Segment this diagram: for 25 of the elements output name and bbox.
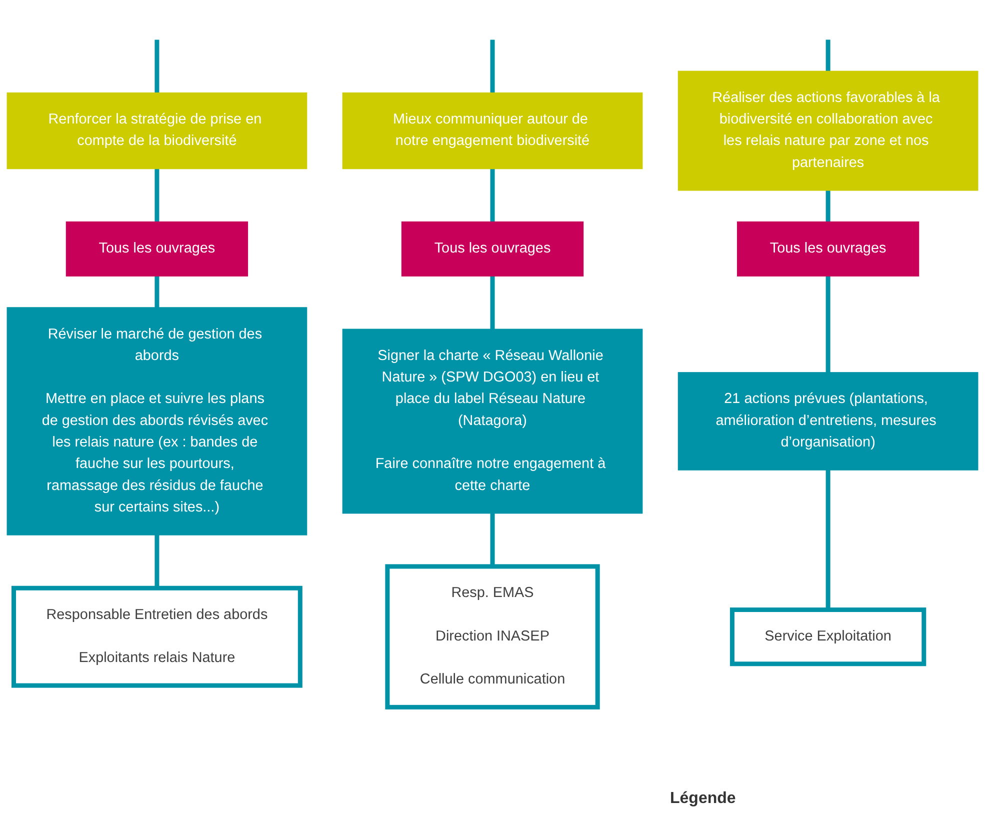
node-box: Service Exploitation — [730, 608, 926, 666]
node-box: Tous les ouvrages — [401, 221, 584, 276]
node-box: Resp. EMAS Direction INASEP Cellule communication — [385, 564, 600, 710]
connector — [490, 513, 495, 566]
connector — [154, 40, 160, 93]
connector — [490, 276, 495, 330]
connector — [154, 534, 160, 588]
node-box: Réviser le marché de gestion des abords Mettre en place et suivre les plans de gestion des abords révisés avec les relais nature (ex : bandes de fauche sur les pourtours, ramassage des résidus de fauche sur certains sites...) — [6, 307, 308, 536]
node-box: Tous les ouvrages — [736, 221, 920, 276]
node-box: Réaliser des actions favorables à la biodiversité en collaboration avec les relais nature par zone et nos partenaires — [678, 70, 978, 191]
node-box: Responsable Entretien des abords Exploitants relais Nature — [12, 586, 302, 688]
connector — [490, 40, 495, 93]
legend-heading: Légende — [670, 790, 736, 807]
connector — [826, 470, 830, 610]
connector — [826, 276, 830, 373]
connector — [154, 168, 160, 222]
node-box: 21 actions prévues (plantations, amélioration d’entretiens, mesures d’organisation) — [678, 372, 978, 470]
node-box: Signer la charte « Réseau Wallonie Nature » (SPW DGO03) en lieu et place du label Réseau Nature (Natagora) Faire connaître notre engagement à cette charte — [342, 328, 643, 514]
node-box: Mieux communiquer autour de notre engagement biodiversité — [342, 92, 643, 170]
connector — [490, 168, 495, 222]
connector — [154, 276, 160, 308]
node-box: Tous les ouvrages — [66, 221, 248, 276]
node-box: Renforcer la stratégie de prise en compte de la biodiversité — [6, 92, 308, 170]
connector — [826, 190, 830, 222]
connector — [826, 40, 830, 72]
